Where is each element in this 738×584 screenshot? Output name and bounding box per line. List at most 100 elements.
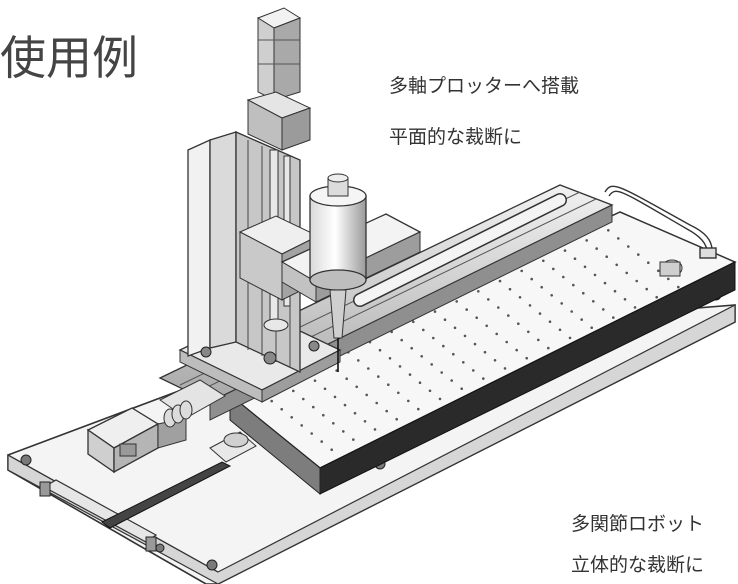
table-hole	[342, 430, 345, 433]
table-hole	[357, 359, 360, 362]
table-hole	[323, 387, 327, 391]
table-hole	[365, 393, 369, 397]
table-hole	[615, 263, 618, 267]
table-hole	[473, 342, 477, 346]
table-hole	[548, 320, 552, 324]
table-hole	[343, 403, 347, 407]
caption-plotter-line1: 多軸プロッターへ搭載	[389, 75, 580, 97]
table-hole	[493, 359, 497, 362]
table-hole	[562, 275, 565, 279]
table-hole	[355, 385, 359, 389]
table-hole	[430, 363, 434, 366]
table-hole	[292, 389, 295, 393]
table-hole	[408, 373, 412, 376]
cutting-spindle	[309, 173, 367, 372]
table-hole	[482, 377, 485, 380]
table-hole	[498, 279, 502, 283]
table-hole	[560, 302, 563, 305]
table-hole	[625, 271, 628, 275]
table-hole	[422, 328, 425, 332]
table-hole	[462, 361, 465, 364]
table-hole	[378, 348, 382, 352]
table-hole	[520, 269, 523, 273]
table-hole	[375, 401, 379, 405]
table-hole-grid	[260, 229, 680, 452]
front-bar	[101, 461, 232, 529]
table-hole	[485, 324, 489, 328]
table-hole	[385, 409, 389, 413]
table-hole	[353, 411, 357, 415]
table-hole	[655, 295, 658, 299]
table-hole	[290, 416, 294, 419]
table-hole	[313, 379, 317, 383]
table-hole	[440, 371, 444, 374]
table-hole	[345, 377, 349, 381]
table-hole	[525, 356, 528, 360]
table-hole	[542, 259, 545, 263]
table-hole	[388, 357, 392, 360]
table-hole	[568, 336, 572, 340]
table-hole	[465, 308, 469, 311]
table-hole	[572, 283, 575, 287]
table-hole	[605, 255, 608, 258]
table-hole	[585, 239, 588, 242]
table-hole	[558, 328, 562, 332]
table-hole	[550, 294, 553, 297]
cable-connector	[209, 431, 257, 463]
table-hole	[590, 326, 593, 330]
table-hole	[487, 298, 490, 301]
table-hole	[508, 287, 512, 291]
table-hole	[497, 306, 500, 309]
table-hole	[363, 420, 367, 423]
table-hole	[400, 338, 404, 342]
table-hole	[607, 229, 610, 232]
table-hole	[517, 322, 520, 326]
table-hole	[417, 407, 420, 411]
table-hole	[432, 336, 435, 340]
table-hole	[377, 375, 380, 378]
table-hole	[280, 407, 284, 411]
table-hole	[410, 346, 414, 350]
table-hole	[540, 285, 543, 289]
table-hole	[270, 399, 274, 403]
table-hole	[603, 281, 607, 285]
table-hole	[538, 312, 542, 315]
table-hole	[613, 289, 617, 293]
table-hole	[460, 387, 464, 391]
table-hole	[667, 277, 670, 281]
arm-tube	[353, 193, 567, 307]
table-hole	[627, 245, 630, 248]
table-hole	[677, 285, 680, 289]
table-hole	[433, 310, 437, 313]
table-hole	[387, 383, 390, 387]
table-hole	[397, 391, 400, 395]
caption-plotter-line2: 平面的な裁断に	[389, 126, 523, 148]
rail-end-connector	[659, 259, 683, 277]
table-hole	[483, 350, 487, 354]
table-hole	[635, 279, 638, 283]
table-hole	[527, 330, 530, 334]
table-hole	[518, 296, 522, 299]
table-hole	[592, 300, 595, 303]
table-hole	[450, 379, 454, 382]
table-hole	[373, 428, 377, 431]
table-hole	[475, 316, 479, 320]
table-hole	[443, 318, 447, 322]
table-hole	[477, 290, 480, 293]
table-hole	[530, 277, 533, 281]
table-hole	[333, 395, 337, 399]
table-hole	[582, 291, 585, 295]
table-hole	[463, 334, 467, 338]
table-hole	[438, 397, 442, 401]
table-hole	[428, 389, 432, 393]
table-hole	[583, 265, 587, 269]
table-hole	[330, 448, 334, 452]
table-hole	[300, 424, 304, 427]
table-hole	[412, 320, 415, 324]
table-hole	[302, 397, 305, 401]
worktable	[228, 211, 737, 496]
table-hole	[537, 338, 540, 342]
table-hole	[310, 432, 314, 435]
table-hole	[407, 399, 410, 403]
